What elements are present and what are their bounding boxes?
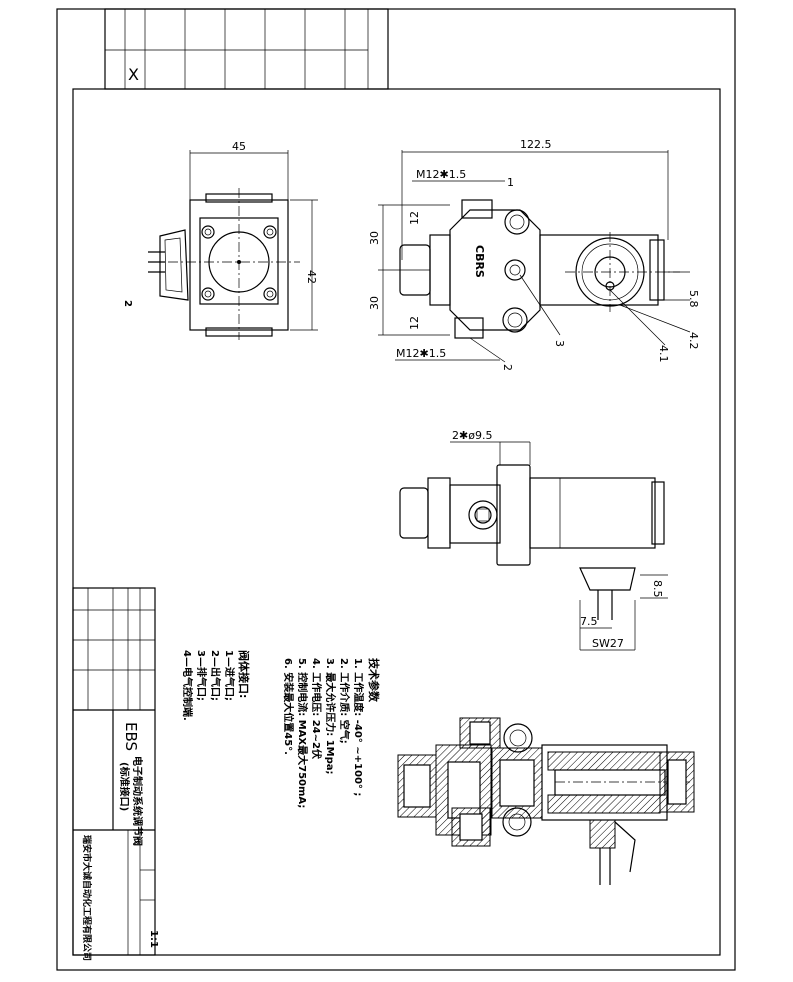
- revision-strip: X: [104, 8, 389, 90]
- m12-bottom: M12✱1.5: [396, 347, 446, 360]
- m12-top: M12✱1.5: [416, 168, 466, 181]
- side-view: 45 42 2: [122, 140, 318, 340]
- sheet-border: [56, 8, 736, 971]
- tech-item-2: 2. 工作介质: 空气;: [338, 658, 351, 744]
- tech-item-3: 3. 最大允许压力: 1Mpa;: [324, 658, 337, 775]
- ports-title: 阀体接口:: [237, 650, 251, 698]
- dim-sw27: SW27: [592, 637, 624, 650]
- dim-12a: 12: [408, 211, 421, 225]
- dim-4-2: 4.2: [687, 332, 700, 350]
- port-item-3: 3—排气口;: [195, 650, 208, 701]
- dim-12b: 12: [408, 316, 421, 330]
- product-code: EBS: [122, 722, 140, 751]
- dim-45: 45: [232, 140, 246, 153]
- tech-item-4: 4. 工作电压: 24~2伏: [310, 658, 323, 759]
- revision-mark: X: [128, 65, 139, 84]
- section-view: [397, 717, 695, 885]
- tech-item-1: 1. 工作温度: -40° ~+100° ;: [352, 658, 365, 796]
- dim-2x9-5: 2✱ø9.5: [452, 429, 492, 442]
- dim-30a: 30: [368, 231, 381, 245]
- title-block: EBS 电子制动系统调节阀 (标准接口) 1:1 瑞安市大诚自动化工程有限公司: [72, 587, 159, 961]
- port-item-4: 4—电气控制端.: [181, 650, 194, 721]
- drawing-frame: [72, 88, 721, 956]
- dim-122-5: 122.5: [520, 138, 552, 151]
- product-name: 电子制动系统调节阀: [131, 756, 144, 846]
- callout-1: 1: [507, 176, 514, 189]
- dim-30b: 30: [368, 296, 381, 310]
- port-item-2: 2—出气口;: [209, 650, 222, 701]
- dim-7-5: 7.5: [580, 615, 598, 628]
- product-sub: (标准接口): [118, 762, 131, 811]
- dim-4-1: 4.1: [657, 345, 670, 363]
- tech-item-6: 6. 安装最大位置45°.: [282, 658, 295, 755]
- top-view: 2✱ø9.5 8.5 7.5 SW27: [399, 429, 668, 651]
- dim-8-5: 8.5: [651, 580, 664, 598]
- technical-requirements: 技术参数 1. 工作温度: -40° ~+100° ; 2. 工作介质: 空气;…: [282, 658, 381, 808]
- dim-2x: 2: [122, 300, 133, 307]
- scale: 1:1: [148, 930, 159, 948]
- front-view: 122.5 M12✱1.5 1 30 30 12 12 CBRS: [368, 138, 700, 371]
- company-name: 瑞安市大诚自动化工程有限公司: [81, 835, 93, 961]
- callout-3: 3: [553, 340, 566, 347]
- port-item-1: 1—进气口;: [223, 650, 236, 701]
- tech-item-5: 5. 控制电流: MAX最大750mA;: [296, 658, 309, 808]
- dim-5-8: 5.8: [687, 290, 700, 308]
- callout-2: 2: [501, 364, 514, 371]
- dim-42: 42: [305, 270, 318, 284]
- brand-mark: CBRS: [473, 245, 486, 278]
- ports-list: 阀体接口: 1—进气口; 2—出气口; 3—排气口; 4—电气控制端.: [181, 650, 251, 721]
- tech-title: 技术参数: [367, 658, 381, 703]
